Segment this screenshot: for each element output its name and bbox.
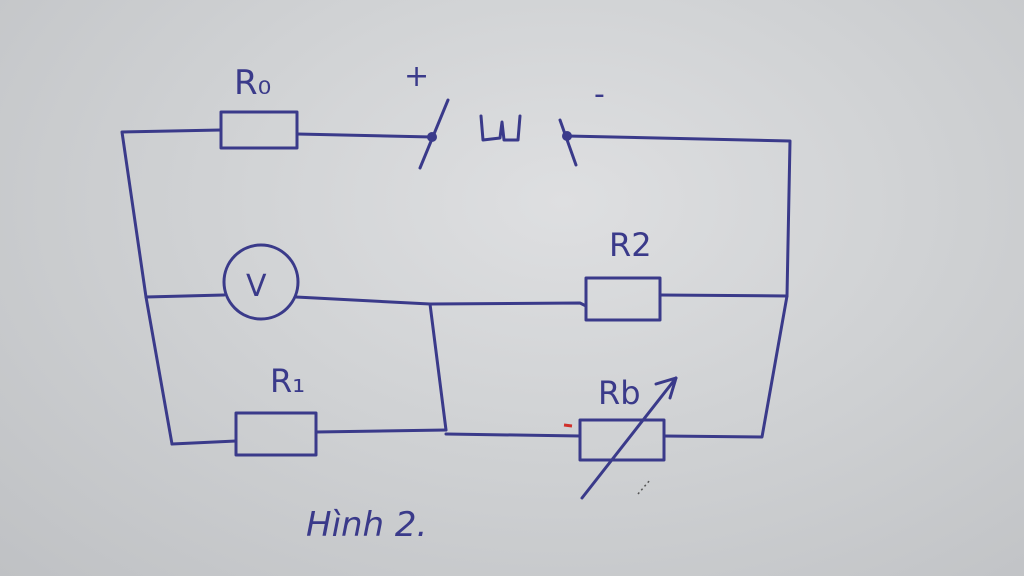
wire-junction-to-rb [444, 432, 582, 438]
wire-r0-switch [295, 132, 434, 139]
wire-left-to-voltmeter [144, 293, 226, 299]
wire-r2-to-right [658, 293, 789, 298]
wire-top-right [565, 134, 792, 298]
label-r2: R2 [609, 226, 652, 264]
pencil-mark [637, 479, 651, 495]
wire-voltmeter-to-junction [294, 295, 448, 432]
resistor-r1 [234, 411, 318, 457]
red-ink-mark [563, 423, 573, 428]
label-minus: - [594, 77, 605, 112]
figure-caption: Hình 2. [306, 505, 427, 545]
label-r0: R₀ [234, 63, 271, 103]
switch-lever-right [558, 118, 578, 167]
voltmeter-circle [222, 243, 300, 321]
wire-junction-to-r2 [428, 301, 588, 308]
labels: R₀ + - V R2 R₁ Rb Hình 2. [234, 59, 652, 545]
resistor-r0 [219, 110, 299, 150]
resistor-r2 [584, 276, 662, 322]
top-branch [120, 98, 792, 299]
wire-r1-right [314, 428, 448, 434]
wire-left-lower [144, 295, 174, 446]
wire-r1-left [170, 439, 238, 446]
label-r1: R₁ [270, 362, 305, 400]
label-plus: + [404, 59, 429, 94]
rheostat-arrow-shaft [580, 376, 678, 500]
right-parallel [428, 276, 789, 500]
battery-symbol [479, 114, 522, 142]
label-rb: Rb [598, 374, 641, 412]
switch-contact-left [427, 132, 437, 142]
rheostat-arrow-head [654, 376, 678, 400]
left-parallel [144, 243, 448, 457]
label-voltmeter: V [246, 269, 267, 304]
resistor-rb [578, 418, 666, 462]
wire-top-left [120, 128, 223, 299]
wire-right-lower [662, 294, 789, 439]
